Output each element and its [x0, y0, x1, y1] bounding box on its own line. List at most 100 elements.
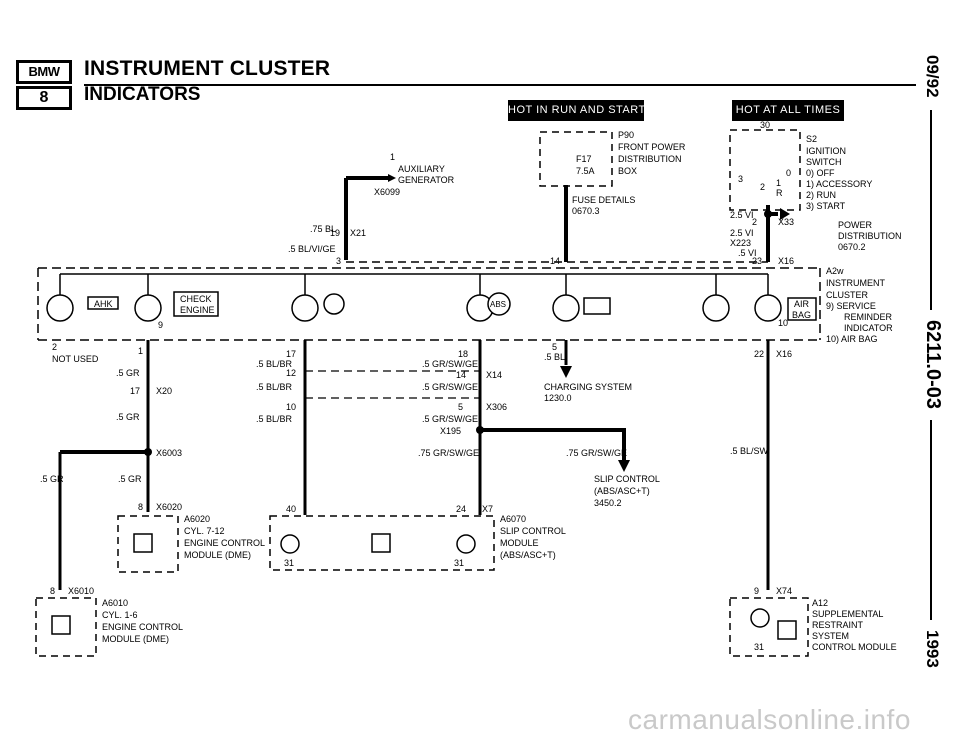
fuse-id: F17 [576, 154, 592, 164]
wire-5blsw: .5 BL/SW [730, 446, 769, 456]
pin-24: 24 [456, 504, 466, 514]
fuse-details-1: FUSE DETAILS [572, 195, 635, 205]
fuse-amp: 7.5A [576, 166, 595, 176]
pin-14b: 14 [456, 370, 466, 380]
wire-25vi-b: 2.5 VI [730, 228, 754, 238]
conn-x16-a: X16 [778, 256, 794, 266]
s2-label-6: 2) RUN [806, 190, 836, 200]
conn-x6003: X6003 [156, 448, 182, 458]
slip-1: SLIP CONTROL [594, 474, 660, 484]
p90-label-4: BOX [618, 166, 637, 176]
indicator-abs: ABS [490, 300, 506, 309]
not-used-label: NOT USED [52, 354, 99, 364]
logo-series-text: 8 [16, 86, 72, 110]
slip-3: 3450.2 [594, 498, 622, 508]
pin-19: 19 [330, 228, 340, 238]
wire-5blbr-c: .5 BL/BR [256, 414, 293, 424]
pin-17b: 17 [286, 349, 296, 359]
a2w-label-2: INSTRUMENT [826, 278, 885, 288]
a6010-2: CYL. 1-6 [102, 610, 138, 620]
s2-label-7: 3) START [806, 201, 846, 211]
a6010-3: ENGINE CONTROL [102, 622, 183, 632]
s2-pos-r: R [776, 188, 783, 198]
page-subtitle: INDICATORS [84, 84, 201, 105]
conn-x6099: X6099 [374, 187, 400, 197]
s2-label-1: S2 [806, 134, 817, 144]
wire-25vi-a: 2.5 VI [730, 210, 754, 220]
pin-12: 12 [286, 368, 296, 378]
wire-5grswge-b: .5 GR/SW/GE [422, 382, 478, 392]
s2-label-4: 0) OFF [806, 168, 835, 178]
conn-x6020: X6020 [156, 502, 182, 512]
indicator-engine: ENGINE [180, 305, 215, 315]
pin-40: 40 [286, 504, 296, 514]
indicator-check: CHECK [180, 294, 212, 304]
power-dist-1: POWER [838, 220, 873, 230]
indicator-air: AIR [794, 299, 810, 309]
wire-5blvige: .5 BL/VI/GE [288, 244, 336, 254]
a6070-2: SLIP CONTROL [500, 526, 566, 536]
s2-label-5: 1) ACCESSORY [806, 179, 872, 189]
a6070-4: (ABS/ASC+T) [500, 550, 556, 560]
wire-5gr-a: .5 GR [116, 368, 140, 378]
s2-pos-0: 0 [786, 168, 791, 178]
aux-gen-label-2: GENERATOR [398, 175, 455, 185]
a6020-4: MODULE (DME) [184, 550, 251, 560]
pin-31b: 31 [454, 558, 464, 568]
s2-label-3: SWITCH [806, 157, 842, 167]
side-rule-1 [930, 110, 932, 310]
conn-x223: X223 [730, 238, 751, 248]
conn-x7: X7 [482, 504, 493, 514]
pin-5b: 5 [552, 342, 557, 352]
a6020-3: ENGINE CONTROL [184, 538, 265, 548]
wire-5bl: .5 BL [544, 352, 565, 362]
wire-75grswge-b: .75 GR/SW/GE [566, 448, 627, 458]
a2w-label-1: A2w [826, 266, 844, 276]
a2w-label-7: 10) AIR BAG [826, 334, 878, 344]
conn-x33: X33 [778, 217, 794, 227]
pin-2: 2 [752, 217, 757, 227]
wire-5gr-c: .5 GR [40, 474, 64, 484]
a2w-label-3: CLUSTER [826, 290, 869, 300]
pin-1: 1 [138, 346, 143, 356]
pin-23: 23 [752, 256, 762, 266]
hot-at-all-times-badge: HOT AT ALL TIMES [732, 100, 844, 121]
side-rule-2 [930, 420, 932, 620]
p90-label-3: DISTRIBUTION [618, 154, 682, 164]
pin-22: 22 [754, 349, 764, 359]
slip-2: (ABS/ASC+T) [594, 486, 650, 496]
pin-8a: 8 [138, 502, 143, 512]
wire-75bl: .75 BL [310, 224, 336, 234]
pin-18: 18 [458, 349, 468, 359]
wire-5grswge-a: .5 GR/SW/GE [422, 359, 478, 369]
indicator-ahk: AHK [94, 299, 113, 309]
conn-x306: X306 [486, 402, 507, 412]
a12-4: SYSTEM [812, 631, 849, 641]
pin-10b: 10 [778, 318, 788, 328]
wire-5gr-d: .5 GR [118, 474, 142, 484]
wire-5vi: .5 VI [738, 248, 757, 258]
a2w-label-5: REMINDER [844, 312, 893, 322]
a6070-3: MODULE [500, 538, 539, 548]
aux-gen-label-1: AUXILIARY [398, 164, 445, 174]
a6020-2: CYL. 7-12 [184, 526, 225, 536]
hot-in-run-badge: HOT IN RUN AND START [508, 100, 645, 121]
conn-x6010: X6010 [68, 586, 94, 596]
s2-pos-3: 3 [738, 174, 743, 184]
pin-3: 3 [336, 256, 341, 266]
conn-x20: X20 [156, 386, 172, 396]
conn-x16-b: X16 [776, 349, 792, 359]
a12-5: CONTROL MODULE [812, 642, 897, 652]
fuse-details-2: 0670.3 [572, 206, 600, 216]
bmw-8-series-logo: BMW 8 [16, 60, 72, 110]
logo-bmw-text: BMW [16, 60, 72, 84]
p90-label-2: FRONT POWER [618, 142, 686, 152]
a12-3: RESTRAINT [812, 620, 864, 630]
pin-9b: 9 [158, 320, 163, 330]
s2-pos-2: 2 [760, 182, 765, 192]
pin-14: 14 [550, 256, 560, 266]
a6010-4: MODULE (DME) [102, 634, 169, 644]
pin-8b: 8 [50, 586, 55, 596]
conn-x195: X195 [440, 426, 461, 436]
wire-5grswge-c: .5 GR/SW/GE [422, 414, 478, 424]
